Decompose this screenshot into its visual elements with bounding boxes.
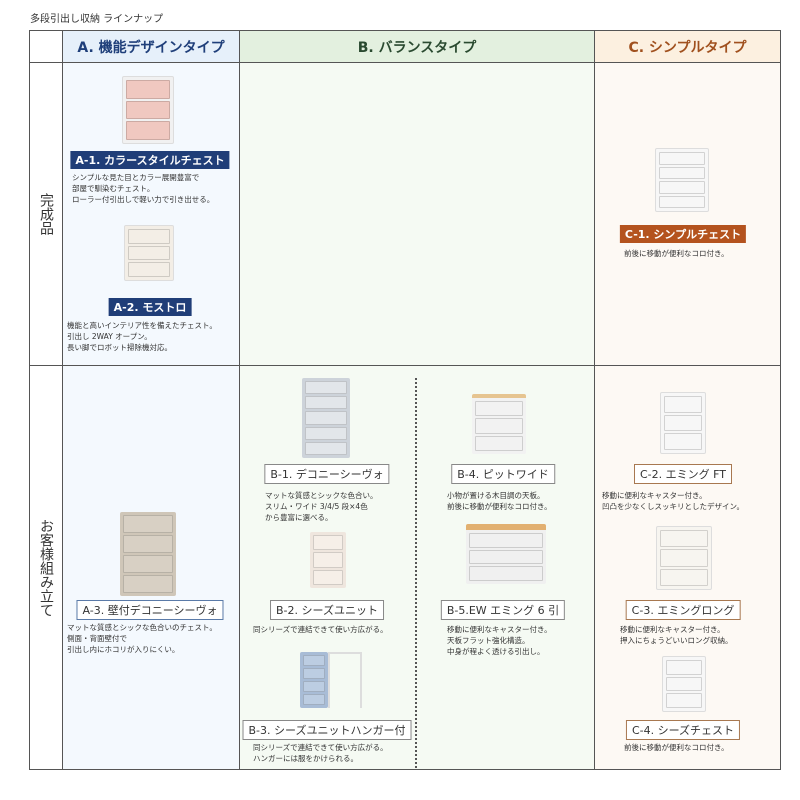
cell-b-finished: [239, 62, 595, 366]
column-header-c: C. シンプルタイプ: [594, 30, 781, 63]
product-label-b3[interactable]: B-3. シーズユニットハンガー付: [242, 720, 412, 740]
product-label-b2[interactable]: B-2. シーズユニット: [270, 600, 384, 620]
column-header-b: B. バランスタイプ: [239, 30, 595, 63]
product-image-b3: [300, 652, 328, 708]
product-desc-c1: 前後に移動が便利なコロ付き。: [624, 249, 729, 258]
product-label-a3[interactable]: A-3. 壁付デコニーシーヴォ: [76, 600, 224, 620]
cell-c-finished: [594, 62, 781, 366]
hanger-rack: [328, 652, 362, 708]
product-image-b2: [310, 532, 346, 588]
product-label-c1[interactable]: C-1. シンプルチェスト: [619, 225, 747, 243]
product-desc-b2: 同シリーズで連結できて使い方広がる。: [253, 625, 388, 634]
product-label-c3[interactable]: C-3. エミングロング: [625, 600, 741, 620]
product-label-c2[interactable]: C-2. エミング FT: [634, 464, 732, 484]
product-label-a2[interactable]: A-2. モストロ: [108, 298, 192, 316]
product-desc-c3: 移動に便利なキャスター付き。押入にちょうどいいロング収納。: [620, 625, 733, 645]
dotted-divider: [415, 378, 417, 768]
product-desc-c4: 前後に移動が便利なコロ付き。: [624, 743, 729, 752]
product-desc-a3: マットな質感とシックな色合いのチェスト。側面・背面壁付で引出し内にホコリが入りに…: [67, 623, 217, 654]
product-desc-b1: マットな質感とシックな色合い。スリム・ワイド 3/4/5 段×4色から豊富に選べ…: [265, 491, 378, 522]
product-label-b5[interactable]: B-5.EW エミング 6 引: [440, 600, 566, 620]
product-image-a2: [124, 225, 174, 281]
product-image-c4: [662, 656, 706, 712]
product-desc-b5: 移動に便利なキャスター付き。天板フラット強化構造。中身が程よく透ける引出し。: [447, 625, 552, 656]
product-image-c3: [656, 526, 712, 590]
product-label-a1[interactable]: A-1. カラースタイルチェスト: [70, 151, 230, 169]
row-label-finished: 完成品: [29, 62, 63, 366]
product-desc-b3: 同シリーズで連結できて使い方広がる。ハンガーには服をかけられる。: [253, 743, 388, 763]
product-desc-c2: 移動に便利なキャスター付き。凹凸を少なくしスッキリとしたデザイン。: [602, 491, 745, 511]
product-label-c4[interactable]: C-4. シーズチェスト: [625, 720, 741, 740]
product-desc-a2: 機能と高いインテリア性を備えたチェスト。引出し 2WAY オープン。長い脚でロボ…: [67, 321, 217, 352]
product-image-c2: [660, 392, 706, 454]
product-image-b5: [466, 524, 546, 584]
product-image-a1: [122, 76, 174, 144]
product-image-b1: [302, 378, 350, 458]
corner-cell: [29, 30, 63, 63]
column-header-a: A. 機能デザインタイプ: [62, 30, 240, 63]
product-image-b4: [472, 394, 526, 454]
product-desc-b4: 小物が置ける木目調の天板。前後に移動が便利なコロ付き。: [447, 491, 552, 511]
page-title: 多段引出し収納 ラインナップ: [30, 14, 164, 25]
row-label-assembly: お客様組み立て: [29, 365, 63, 770]
product-desc-a1: シンプルな見た目とカラー展開豊富で部屋で馴染むチェスト。ローラー付引出しで軽い力…: [72, 173, 215, 204]
product-label-b1[interactable]: B-1. デコニーシーヴォ: [264, 464, 390, 484]
product-label-b4[interactable]: B-4. ピットワイド: [451, 464, 555, 484]
product-image-c1: [655, 148, 709, 212]
product-image-a3: [120, 512, 176, 596]
